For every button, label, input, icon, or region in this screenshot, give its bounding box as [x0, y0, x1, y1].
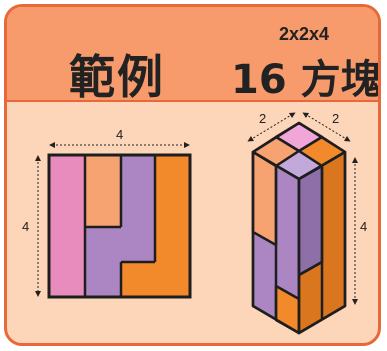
dimensions-label: 2x2x4 — [279, 24, 330, 44]
card-header — [7, 7, 378, 102]
iso-right-label: 2 — [332, 111, 339, 126]
isometric-view — [251, 121, 347, 335]
block-count-label: 16 方塊 — [231, 57, 381, 103]
iso-right-purple — [297, 164, 324, 277]
front-view: 4 4 — [22, 127, 192, 299]
front-width-label: 4 — [116, 127, 123, 142]
front-height-label: 4 — [22, 219, 29, 234]
iso-left-light-orange — [251, 150, 278, 247]
front-pink-piece — [49, 155, 85, 297]
front-light-orange-piece — [85, 155, 121, 227]
iso-dimension-arrows — [247, 112, 358, 305]
example-title: 範例 — [69, 50, 165, 104]
iso-height-label: 4 — [360, 219, 367, 234]
iso-left-label: 2 — [259, 111, 266, 126]
